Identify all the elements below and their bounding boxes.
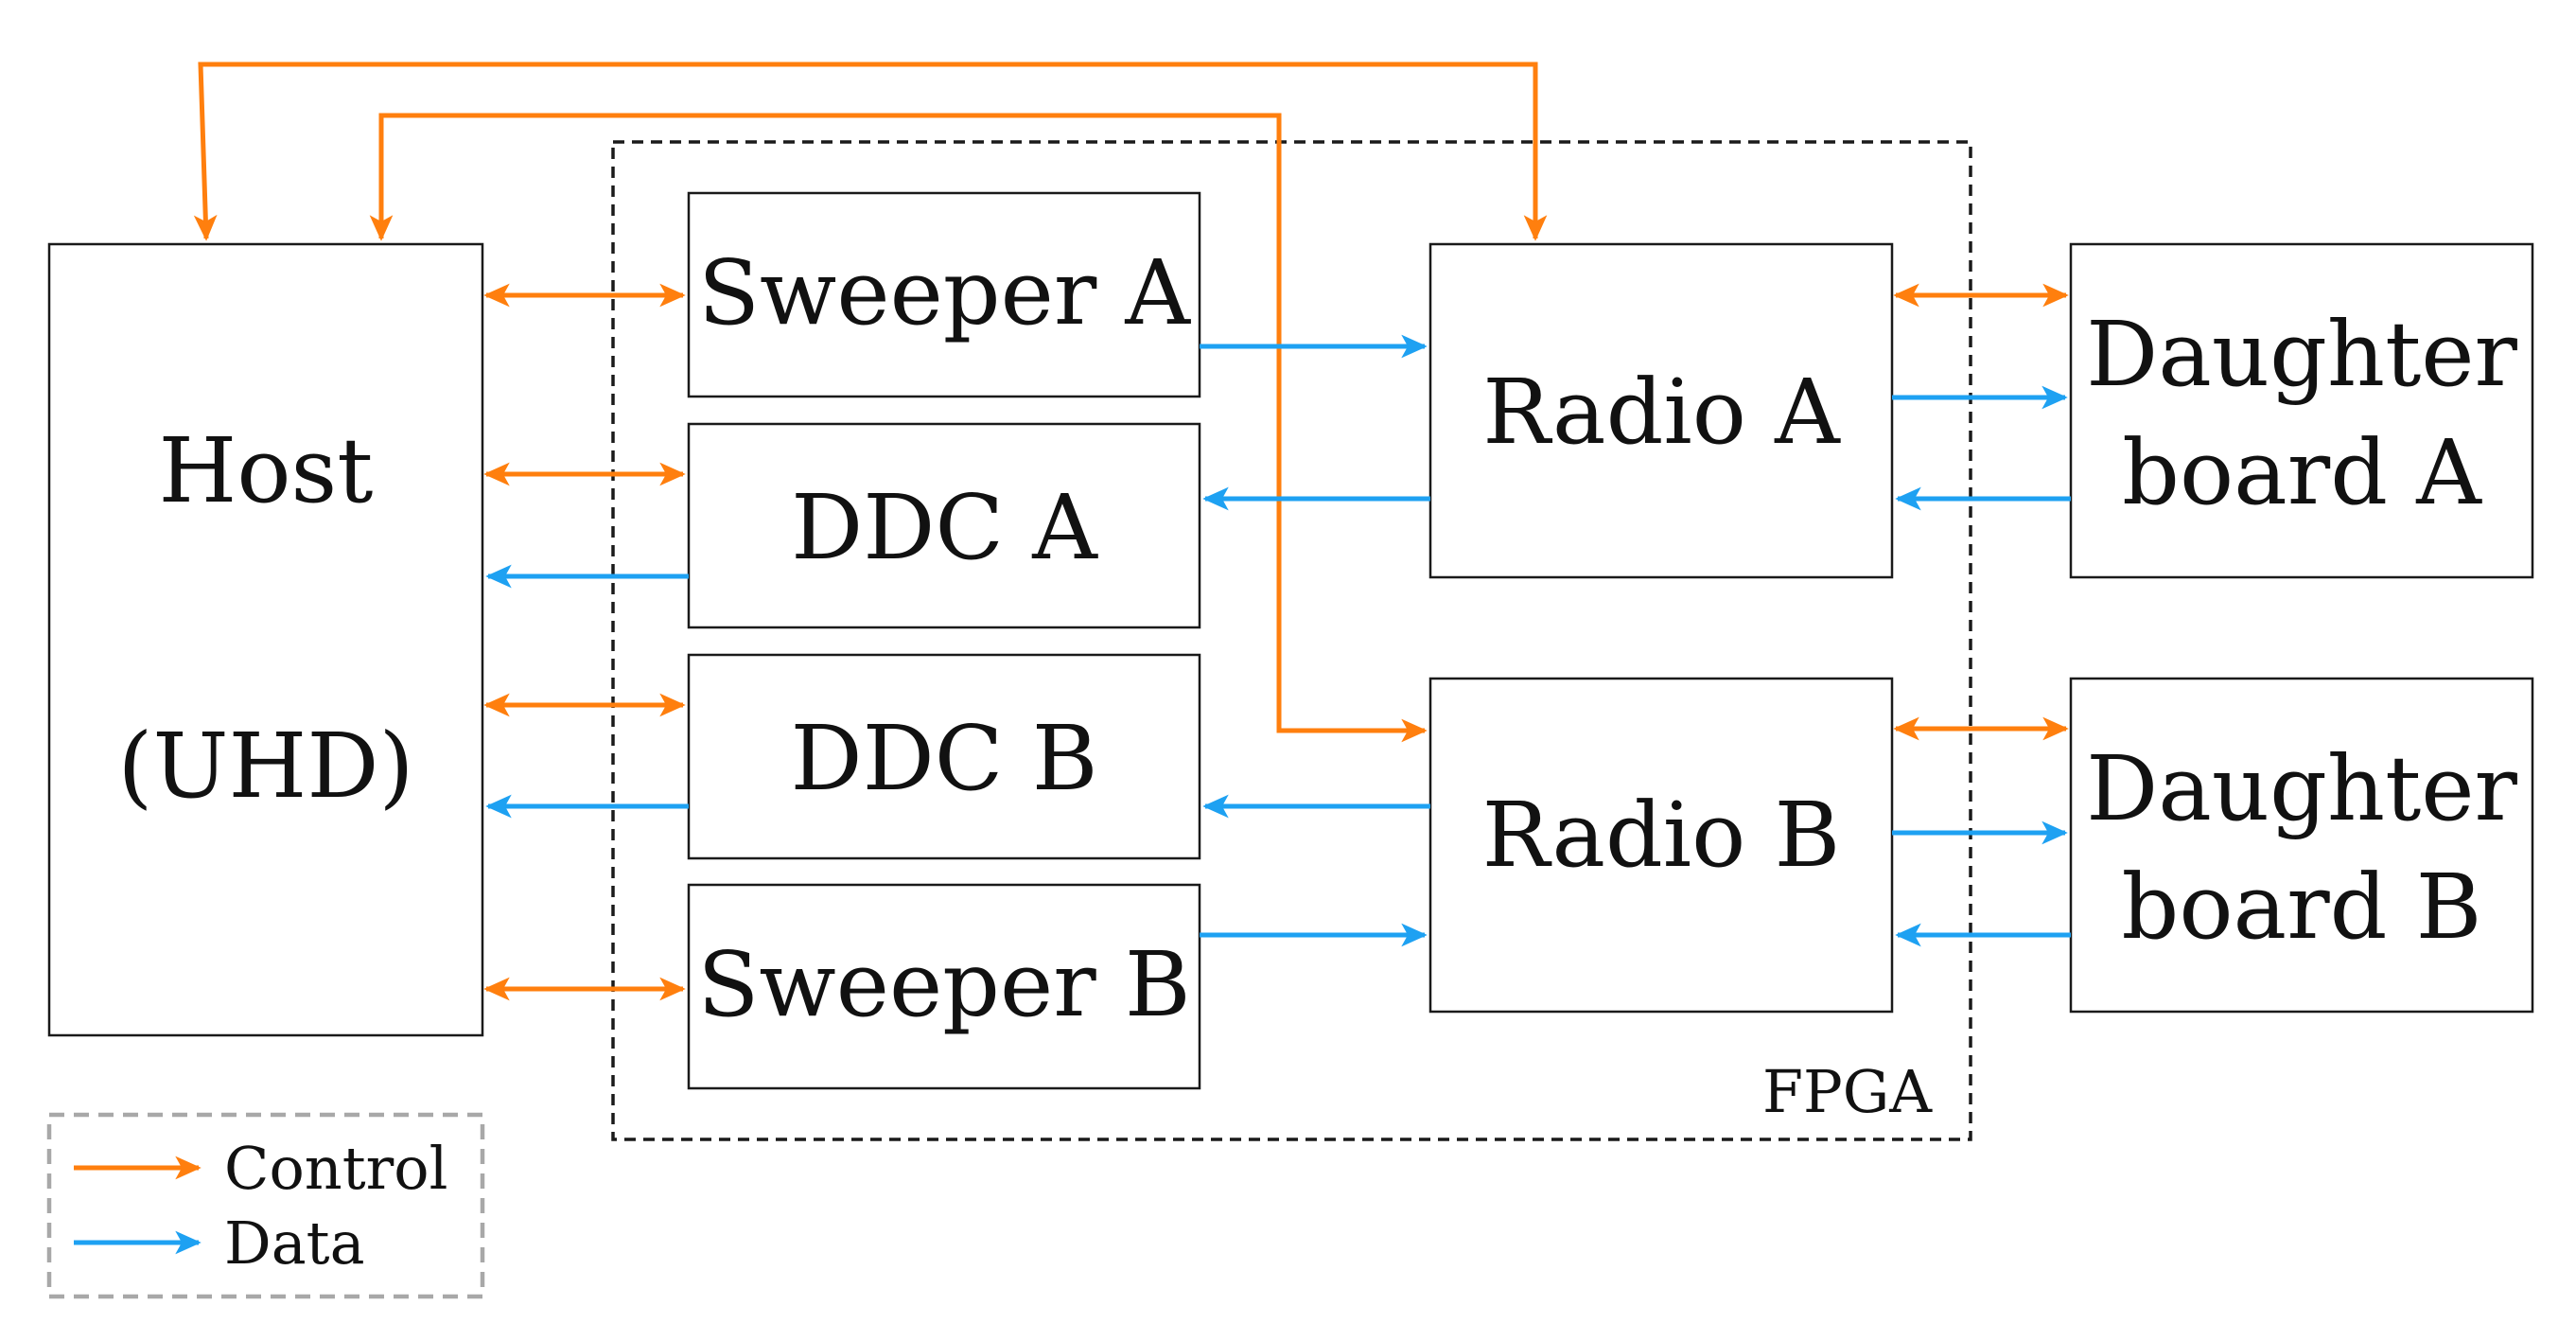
host-block: Host (UHD) — [47, 242, 484, 1037]
ddc-a-block: DDC A — [687, 422, 1201, 629]
daughterboard-a-block: Daughter board A — [2069, 242, 2534, 579]
control-path-host-radio-b — [369, 113, 1428, 743]
daughterboard-a-label-line2: board A — [2122, 421, 2482, 525]
fpga-label: FPGA — [1762, 1057, 1933, 1126]
sweeper-b-label: Sweeper B — [697, 933, 1190, 1037]
daughterboard-b-label-line1: Daughter — [2086, 737, 2517, 841]
sweeper-a-label: Sweeper A — [698, 241, 1191, 345]
control-connections — [193, 62, 2069, 1001]
sweeper-b-block: Sweeper B — [687, 883, 1201, 1090]
ddc-b-block: DDC B — [687, 653, 1201, 860]
radio-b-block: Radio B — [1428, 677, 1894, 1014]
daughterboard-b-block: Daughter board B — [2069, 677, 2534, 1014]
sweeper-a-block: Sweeper A — [687, 191, 1201, 398]
control-path-host-radio-a — [193, 62, 1548, 241]
ddc-b-label: DDC B — [790, 707, 1097, 811]
daughterboard-b-label-line2: board B — [2122, 856, 2482, 960]
daughterboard-a-label-line1: Daughter — [2086, 303, 2517, 407]
host-label-line1: Host — [159, 419, 374, 523]
ddc-a-label: DDC A — [791, 476, 1098, 580]
radio-a-block: Radio A — [1428, 242, 1894, 579]
legend: Control Data — [46, 1112, 485, 1299]
data-connections — [485, 334, 2071, 947]
legend-frame — [46, 1112, 485, 1299]
legend-control-label: Control — [224, 1134, 447, 1203]
host-label-line2: (UHD) — [117, 714, 413, 819]
radio-a-label: Radio A — [1482, 361, 1841, 465]
radio-b-label: Radio B — [1482, 784, 1841, 888]
legend-data-label: Data — [224, 1208, 365, 1278]
